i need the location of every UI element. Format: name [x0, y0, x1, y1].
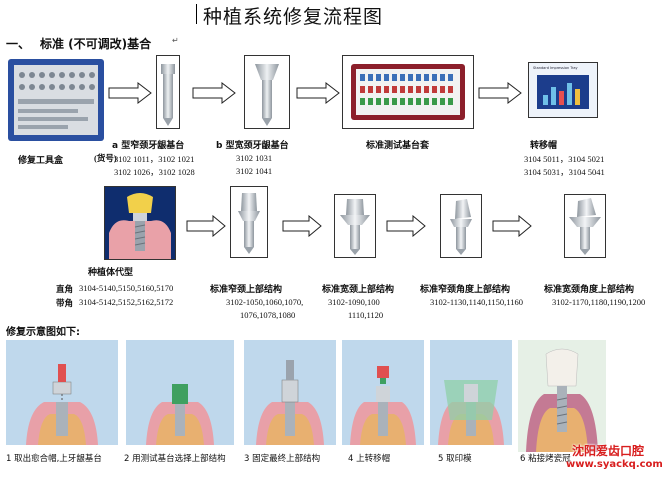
- paragraph-mark-icon: ↵: [172, 36, 179, 45]
- narrow-angled-label: 标准窄颈角度上部结构: [420, 285, 511, 295]
- straight-label: 直角: [56, 284, 74, 294]
- wide-angled-image: [564, 194, 606, 258]
- step2-caption: 2 用测试基台选择上部结构: [124, 454, 226, 464]
- test-kit-image: [342, 55, 474, 129]
- step3-caption: 3 固定最终上部结构: [244, 454, 321, 464]
- arrow-right-icon: [108, 82, 152, 104]
- step6-panel: [518, 340, 606, 452]
- wide-superstructure-image: [334, 194, 376, 258]
- step3-panel: [244, 340, 336, 445]
- narrow-angled-line1: 3102-1130,1140,1150,1160: [430, 297, 523, 307]
- transfer-cap-image: Standard Impression Tray: [528, 62, 598, 118]
- watermark-url: www.syackq.com: [566, 459, 662, 470]
- item-a-line1: 3102 1011，3102 1021: [114, 154, 195, 164]
- section1-number: 一、: [6, 37, 31, 51]
- step1-panel: [6, 340, 118, 445]
- wide-line1: 3102-1090,100: [328, 297, 380, 307]
- arrow-right-icon: [296, 82, 340, 104]
- step6-caption: 6 粘接烤瓷冠: [520, 454, 571, 464]
- wide-label: 标准宽颈上部结构: [322, 285, 395, 295]
- arrow-right-icon: [282, 215, 322, 237]
- screen-header: Standard Impression Tray: [533, 66, 578, 70]
- straight-numbers: 3104-5140,5150,5160,5170: [79, 283, 174, 293]
- item-b-line1: 3102 1031: [236, 153, 273, 163]
- narrow-line2: 1076,1078,1080: [240, 310, 296, 320]
- narrow-superstructure-image: [230, 186, 268, 258]
- text-cursor: [196, 4, 197, 24]
- test-kit-label: 标准测试基台套: [366, 141, 430, 151]
- section2-label: 修复示意图如下:: [6, 327, 80, 338]
- arrow-right-icon: [386, 215, 426, 237]
- step5-caption: 5 取印模: [438, 454, 472, 464]
- item-a-label: a 型窄颈牙龈基台: [112, 141, 185, 151]
- narrow-label: 标准窄颈上部结构: [210, 285, 283, 295]
- narrow-abutment-image: [156, 55, 180, 129]
- item-a-prefix: (货号): [94, 153, 117, 163]
- page-title: 种植系统修复流程图: [203, 6, 384, 28]
- step2-panel: [126, 340, 234, 445]
- item-b-line2: 3102 1041: [236, 166, 273, 176]
- section1-label: 标准 (不可调改)基合: [40, 37, 152, 51]
- tool-kit-image: [6, 55, 106, 145]
- transfer-line2: 3104 5031，3104 5041: [524, 167, 605, 177]
- transfer-label: 转移帽: [530, 141, 558, 151]
- item-b-label: b 型宽颈牙龈基台: [216, 141, 289, 151]
- arrow-right-icon: [492, 215, 532, 237]
- kit-label: 修复工具盒: [18, 156, 64, 166]
- wide-abutment-image: [244, 55, 290, 129]
- narrow-angled-image: [440, 194, 482, 258]
- watermark-name: 沈阳爱齿口腔: [572, 444, 645, 458]
- arrow-right-icon: [192, 82, 236, 104]
- wide-angled-line1: 3102-1170,1180,1190,1200: [552, 297, 646, 307]
- narrow-line1: 3102-1050,1060,1070,: [226, 297, 304, 307]
- item-a-line2: 3102 1026，3102 1028: [114, 167, 195, 177]
- step1-caption: 1 取出愈合帽,上牙龈基台: [6, 454, 102, 464]
- step5-panel: [430, 340, 512, 445]
- implant-model-image: [104, 186, 176, 260]
- band-numbers: 3104-5142,5152,5162,5172: [79, 297, 174, 307]
- band-label: 带角: [56, 298, 74, 308]
- transfer-line1: 3104 5011，3104 5021: [524, 154, 605, 164]
- arrow-right-icon: [186, 215, 226, 237]
- step4-panel: [342, 340, 424, 445]
- implant-label: 种植体代型: [88, 268, 134, 278]
- step4-caption: 4 上转移帽: [348, 454, 391, 464]
- wide-angled-label: 标准宽颈角度上部结构: [544, 285, 635, 295]
- arrow-right-icon: [478, 82, 522, 104]
- wide-line2: 1110,1120: [348, 310, 384, 320]
